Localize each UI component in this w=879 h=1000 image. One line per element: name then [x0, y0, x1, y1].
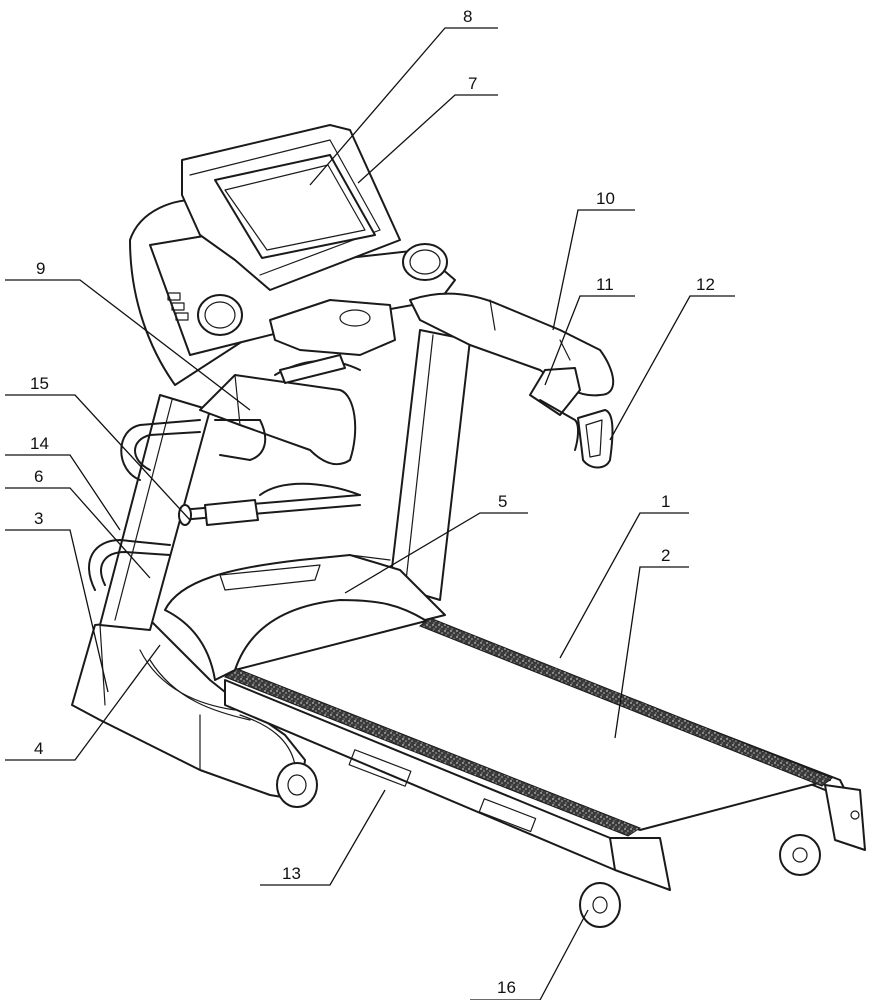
label-5: 5: [498, 492, 507, 511]
label-14: 14: [30, 434, 49, 453]
left-wheel: [277, 763, 317, 807]
label-11: 11: [596, 275, 614, 294]
label-15: 15: [30, 374, 49, 393]
label-16: 16: [497, 978, 516, 997]
label-3: 3: [34, 509, 43, 528]
label-10: 10: [596, 189, 615, 208]
label-9: 9: [36, 259, 45, 278]
label-6: 6: [34, 467, 43, 486]
label-1: 1: [661, 492, 670, 511]
label-7: 7: [468, 74, 477, 93]
label-8: 8: [463, 7, 472, 26]
label-12: 12: [696, 275, 715, 294]
label-4: 4: [34, 739, 43, 758]
running-deck: [225, 618, 865, 890]
console: [130, 125, 455, 385]
label-2: 2: [661, 546, 670, 565]
label-13: 13: [282, 864, 301, 883]
